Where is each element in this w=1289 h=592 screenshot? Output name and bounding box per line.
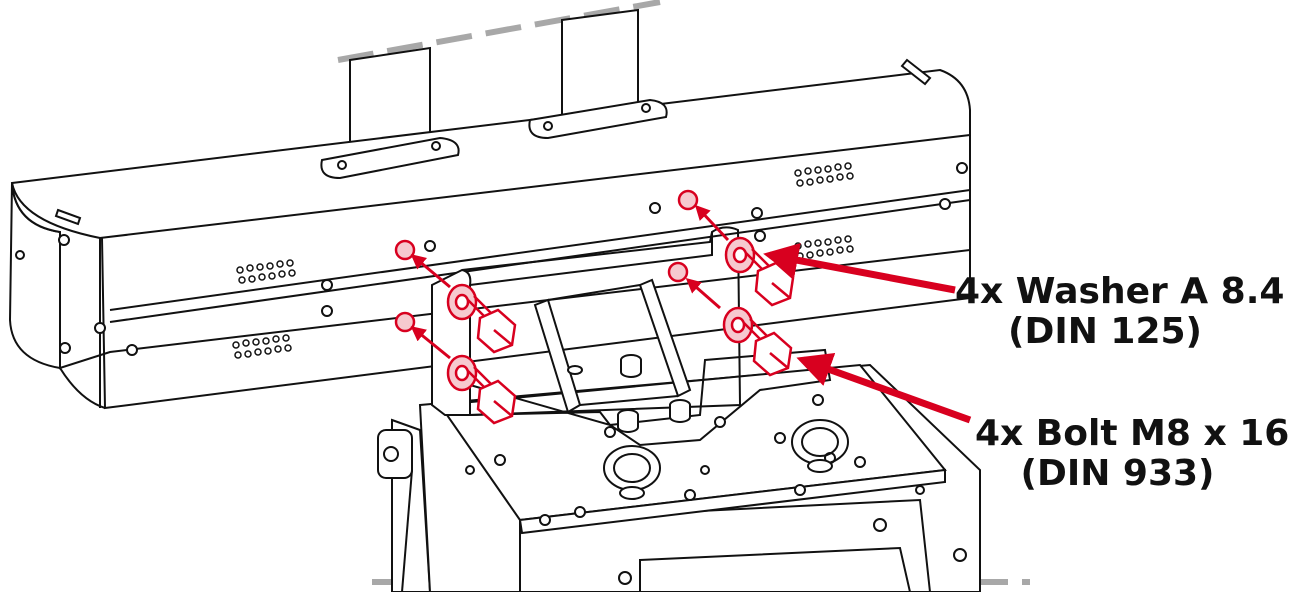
housing: [8, 58, 971, 410]
washers: [446, 236, 756, 392]
strap-clamps: [320, 98, 668, 180]
eye-bolts: [603, 419, 849, 500]
vent-grille: [236, 259, 296, 284]
washer-callout-line1: 4x Washer A 8.4: [955, 271, 1285, 312]
vent-grille: [794, 162, 854, 187]
hole-left-lower: [394, 311, 416, 333]
bolt-leader-arrow: [796, 352, 972, 424]
bolt-icon: [467, 295, 517, 354]
hole-right-upper: [677, 189, 699, 211]
callout-leaders: [763, 243, 972, 424]
arrow: [694, 204, 730, 242]
vent-grilles: [232, 162, 854, 359]
washer-callout-label: 4x Washer A 8.4 (DIN 125): [955, 271, 1285, 352]
hole-left-upper: [394, 239, 416, 261]
bolt-icon: [743, 318, 793, 377]
arrow: [685, 278, 721, 310]
top-cut-line: [337, 0, 661, 63]
bolt-callout-label: 4x Bolt M8 x 16 (DIN 933): [975, 413, 1289, 494]
washer-callout-line2: (DIN 125): [1008, 311, 1202, 352]
bolt-callout-line2: (DIN 933): [1020, 453, 1215, 494]
fastener-holes: [394, 189, 699, 333]
insertion-arrows: [410, 204, 730, 360]
arrow: [410, 326, 451, 360]
vent-grille: [232, 334, 292, 359]
washer-leader-arrow: [763, 243, 956, 294]
standoffs: [567, 354, 691, 433]
bolt-icon: [467, 366, 517, 425]
arrow: [410, 254, 451, 289]
hole-right-lower: [667, 261, 689, 283]
bolt-callout-line1: 4x Bolt M8 x 16: [975, 413, 1289, 454]
